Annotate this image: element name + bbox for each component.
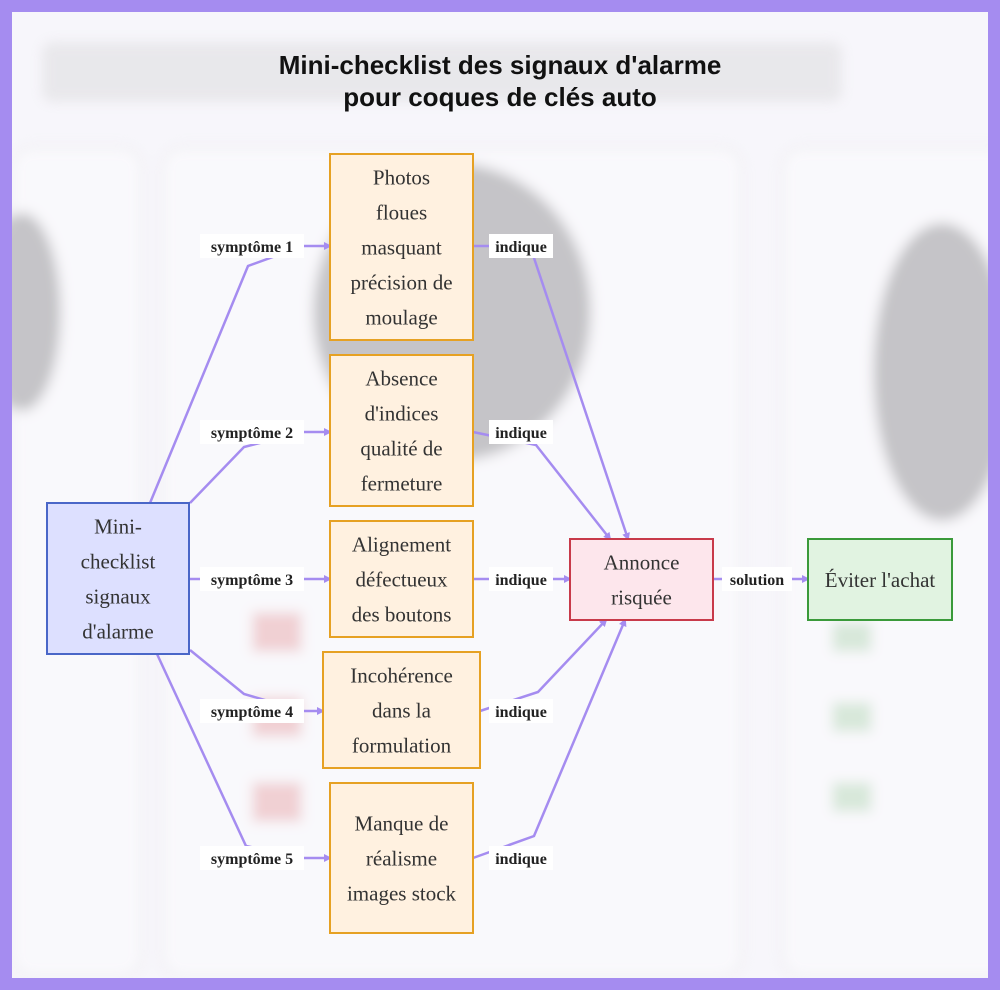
node-symptom-1-label-line: précision de <box>350 271 452 295</box>
node-symptom-2-label-line: d'indices <box>365 402 439 426</box>
edge-label-indique-text: indique <box>495 239 547 256</box>
edge-label-symptom-text: symptôme 2 <box>211 425 293 442</box>
edge-symptom-4-to-risk <box>479 618 608 713</box>
edge-label-background <box>722 567 792 591</box>
edge-label-symptom-4: symptôme 4 <box>200 699 304 723</box>
edge-labels-group: symptôme 1 symptôme 2 symptôme 3 symptôme 4… <box>200 234 792 870</box>
edge-label-indique-text: indique <box>495 425 547 442</box>
node-symptom-3: Alignement défectueux des boutons <box>329 520 474 638</box>
node-symptom-5-label-line: réalisme <box>366 847 437 871</box>
edge-label-background <box>489 234 553 258</box>
node-avoid-purchase-box <box>807 538 953 621</box>
edge-label-symptom-2: symptôme 2 <box>200 420 304 444</box>
node-risky-listing-box <box>569 538 714 621</box>
edge-label-symptom-text: symptôme 1 <box>211 239 293 256</box>
edge-label-background <box>200 420 304 444</box>
node-symptom-3-label-line: défectueux <box>355 568 448 592</box>
node-symptom-2-label-line: Absence <box>365 367 437 391</box>
edge-label-solution-text: solution <box>730 572 784 589</box>
node-risky-listing-label-line: risquée <box>611 586 672 610</box>
node-avoid-purchase-label-line: Éviter l'achat <box>825 568 936 592</box>
edge-label-indique-text: indique <box>495 851 547 868</box>
edge-label-solution: solution <box>722 567 792 591</box>
edge-root-to-symptom-5 <box>155 653 332 862</box>
node-symptom-3-box <box>329 520 474 638</box>
edge-label-background <box>489 420 553 444</box>
edge-label-symptom-text: symptôme 4 <box>211 704 293 721</box>
node-symptom-1-label-line: floues <box>376 201 427 225</box>
edge-symptom-5-to-risk <box>472 618 627 860</box>
edge-label-indique-5: indique <box>489 846 553 870</box>
node-symptom-1: Photos floues masquant précision de moulage <box>329 153 474 341</box>
edge-label-symptom-5: symptôme 5 <box>200 846 304 870</box>
diagram-title-line-2: pour coques de clés auto <box>343 82 657 112</box>
node-symptom-2-label-line: qualité de <box>360 437 442 461</box>
node-mini-checklist-label-line: checklist <box>81 550 156 574</box>
node-symptom-3-label-line: Alignement <box>352 533 451 557</box>
edge-label-background <box>200 234 304 258</box>
edge-label-symptom-1: symptôme 1 <box>200 234 304 258</box>
node-mini-checklist-box <box>46 502 190 655</box>
node-symptom-4-label-line: Incohérence <box>350 664 453 688</box>
node-symptom-5-label-line: images stock <box>347 882 457 906</box>
edge-label-background <box>489 699 553 723</box>
node-symptom-2: Absence d'indices qualité de fermeture <box>329 354 474 507</box>
node-symptom-4-label-line: dans la <box>372 699 432 723</box>
node-symptom-5-box <box>329 782 474 934</box>
edge-label-symptom-text: symptôme 5 <box>211 851 293 868</box>
edge-label-indique-text: indique <box>495 572 547 589</box>
edge-label-indique-3: indique <box>489 567 553 591</box>
edge-label-indique-1: indique <box>489 234 553 258</box>
edge-label-indique-4: indique <box>489 699 553 723</box>
edge-label-background <box>200 699 304 723</box>
node-mini-checklist-label-line: signaux <box>85 585 151 609</box>
node-symptom-1-label-line: moulage <box>365 306 437 330</box>
node-symptom-2-label-line: fermeture <box>361 472 443 496</box>
nodes-group: Mini-checklist signaux d'alarme Photos floue… <box>46 153 953 934</box>
edge-label-background <box>200 567 304 591</box>
node-symptom-2-box <box>329 354 474 507</box>
edge-label-symptom-3: symptôme 3 <box>200 567 304 591</box>
node-symptom-5: Manque de réalisme images stock <box>329 782 474 934</box>
node-symptom-1-label-line: masquant <box>361 236 442 260</box>
edge-label-background <box>489 567 553 591</box>
diagram-title-line-1: Mini-checklist des signaux d'alarme <box>279 50 722 80</box>
edge-symptom-1-to-risk <box>473 244 630 541</box>
edge-label-background <box>200 846 304 870</box>
node-mini-checklist-label-line: d'alarme <box>82 620 153 644</box>
node-mini-checklist: Mini-checklist signaux d'alarme <box>46 502 190 655</box>
edge-label-indique-text: indique <box>495 704 547 721</box>
edge-label-symptom-text: symptôme 3 <box>211 572 293 589</box>
node-risky-listing: Annonce risquée <box>569 538 714 621</box>
node-symptom-1-box <box>329 153 474 341</box>
node-mini-checklist-label-line: Mini- <box>94 515 142 539</box>
node-symptom-4: Incohérence dans la formulation <box>322 651 481 769</box>
node-symptom-3-label-line: des boutons <box>352 603 452 627</box>
edge-symptom-2-to-risk <box>472 430 612 541</box>
edge-root-to-symptom-1 <box>148 242 332 504</box>
node-symptom-4-box <box>322 651 481 769</box>
node-symptom-4-label-line: formulation <box>352 734 452 758</box>
node-symptom-5-label-line: Manque de <box>355 812 449 836</box>
node-symptom-1-label-line: Photos <box>373 166 430 190</box>
node-avoid-purchase: Éviter l'achat <box>807 538 953 621</box>
edge-label-indique-2: indique <box>489 420 553 444</box>
edge-label-background <box>489 846 553 870</box>
node-risky-listing-label-line: Annonce <box>604 551 680 575</box>
